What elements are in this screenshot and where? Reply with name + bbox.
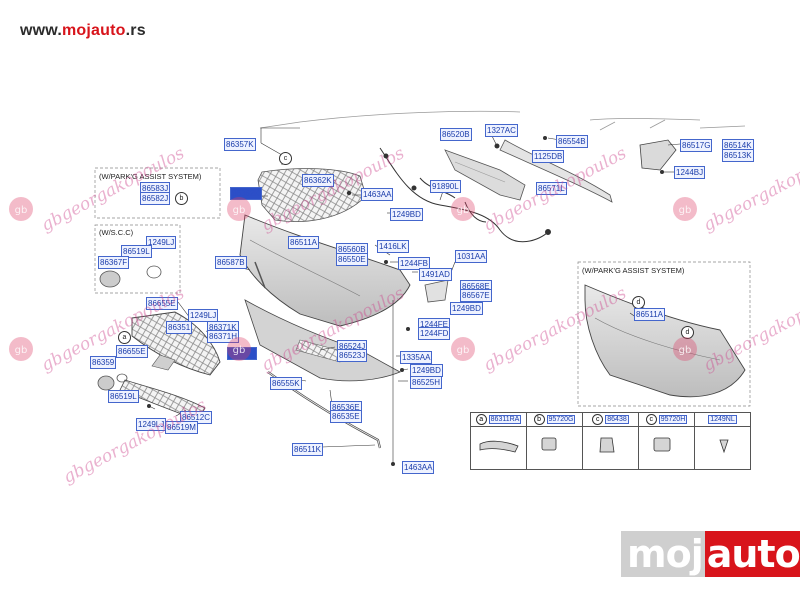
part-label[interactable]: 86367F (98, 256, 130, 269)
table-image-cell (470, 426, 527, 470)
park-assist-note-right: (W/PARK'G ASSIST SYSTEM) (582, 266, 685, 275)
part-label[interactable]: 86351 (166, 321, 193, 334)
part-label[interactable]: 86567E (460, 289, 492, 302)
part-label[interactable]: 86560B (336, 243, 368, 256)
grille-emblem (97, 265, 162, 391)
energy-absorber (444, 149, 526, 201)
callout-d-bottom: d (681, 326, 694, 339)
part-label[interactable]: 86519M (165, 421, 198, 434)
part-label[interactable]: 1416LK (377, 240, 409, 253)
part-label[interactable]: 86519L (121, 245, 152, 258)
part-label[interactable]: 1249LJ (146, 236, 177, 249)
part-label[interactable]: 1249BD (450, 302, 483, 315)
inset-bumper-park-assist (584, 284, 746, 398)
part-label[interactable]: 86362K (302, 174, 334, 187)
part-label[interactable]: 86520B (440, 128, 472, 141)
part-label[interactable]: 1244FD (418, 327, 451, 340)
part-label[interactable]: 86517G (680, 139, 713, 152)
part-label[interactable]: 1249BD (390, 208, 423, 221)
highlighted-part-label[interactable]: 1249LJ (227, 347, 258, 360)
scc-note: (W/S.C.C) (99, 228, 134, 237)
callout-a: a (118, 331, 131, 344)
hood-outline (259, 110, 746, 131)
part-label[interactable]: 86655E (116, 345, 148, 358)
part-label[interactable]: 86525H (410, 376, 443, 389)
part-label[interactable]: 86511A (634, 308, 665, 321)
corner-bracket (424, 279, 449, 303)
part-label[interactable]: 1463AA (361, 188, 394, 201)
site-url[interactable]: www.mojauto.rs (20, 22, 146, 39)
part-label[interactable]: 86550E (336, 253, 368, 266)
part-label[interactable]: 86371H (207, 330, 240, 343)
part-label[interactable]: 1249LJ (188, 309, 219, 322)
part-label[interactable]: 91890L (430, 180, 461, 193)
park-assist-box-right (577, 261, 751, 407)
table-image-cell (694, 426, 751, 470)
part-label[interactable]: 86511A (288, 236, 319, 249)
table-image-cell (638, 426, 695, 470)
scc-box (94, 224, 181, 294)
part-label[interactable]: 86571L (536, 182, 567, 195)
part-label[interactable]: 86554B (556, 135, 588, 148)
part-label[interactable]: 1244FB (398, 257, 431, 270)
part-label[interactable]: 1244BJ (674, 166, 706, 179)
part-label[interactable]: 1125DB (532, 150, 565, 163)
part-label[interactable]: 86523J (337, 349, 368, 362)
part-label[interactable]: 1327AC (485, 124, 518, 137)
table-image-cell (582, 426, 639, 470)
callout-b: b (175, 192, 188, 205)
part-label[interactable]: 86513K (722, 149, 754, 162)
side-bracket (639, 139, 677, 171)
part-label[interactable]: 86535E (330, 410, 362, 423)
part-label[interactable]: 86359 (90, 356, 117, 369)
part-label[interactable]: 86582J (140, 192, 171, 205)
part-label[interactable]: 86555K (270, 377, 302, 390)
wiring-harness (379, 147, 551, 243)
part-label[interactable]: 86587B (215, 256, 247, 269)
highlighted-part-label[interactable]: 86362K (230, 187, 262, 200)
part-label[interactable]: 86519L (108, 390, 139, 403)
front-bumper-cover (239, 214, 411, 327)
part-label[interactable]: 1335AA (400, 351, 433, 364)
part-label[interactable]: 86655E (146, 297, 178, 310)
park-assist-box-left (94, 167, 221, 219)
part-label[interactable]: 1031AA (455, 250, 488, 263)
park-assist-note-left: (W/PARK'G ASSIST SYSTEM) (99, 172, 202, 181)
part-label[interactable]: 86511K (292, 443, 323, 456)
table-header-cell[interactable]: 1249NL (694, 412, 751, 427)
part-label[interactable]: 1491AD (419, 268, 452, 281)
callout-c: c (279, 152, 292, 165)
part-label[interactable]: 1463AA (402, 461, 435, 474)
table-image-cell (526, 426, 583, 470)
part-label[interactable]: 1249LJ (136, 418, 167, 431)
part-label[interactable]: 86357K (224, 138, 256, 151)
